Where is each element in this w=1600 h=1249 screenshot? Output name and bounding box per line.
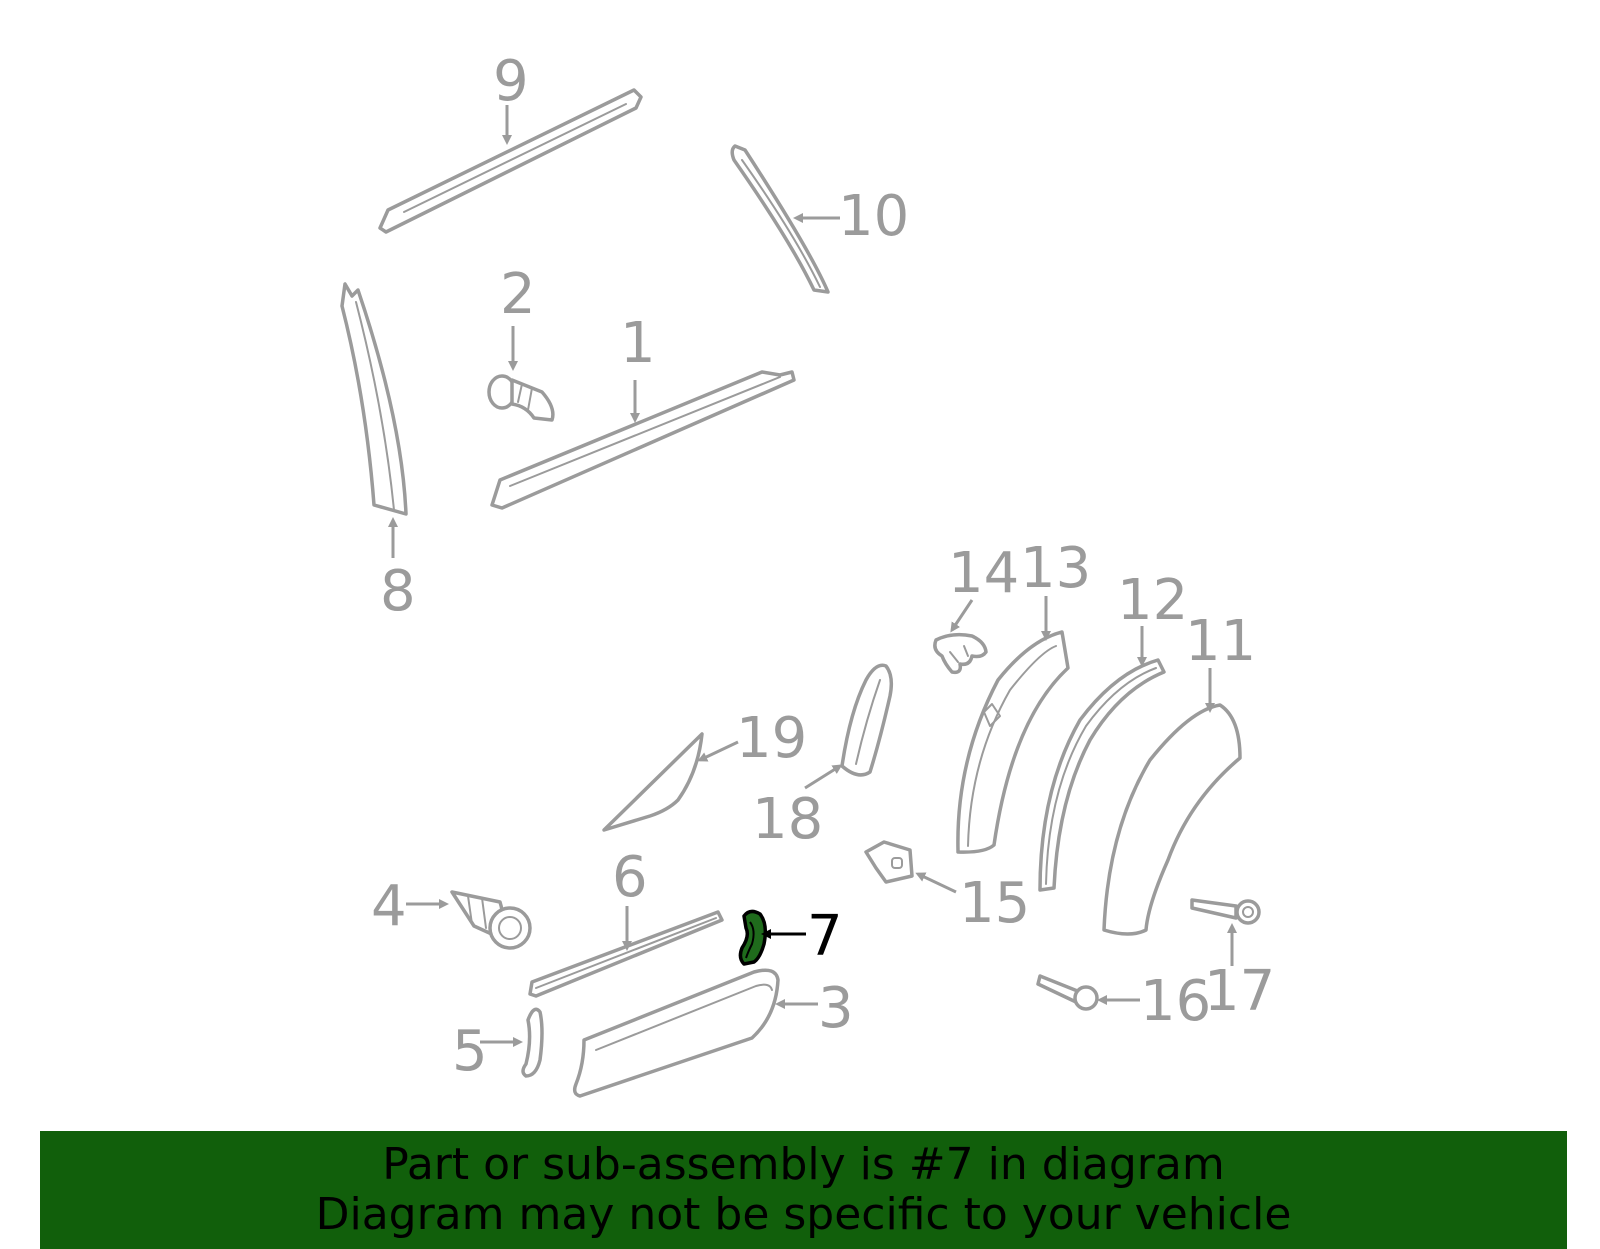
part-14-clip — [933, 632, 988, 675]
part-2-clip — [487, 374, 555, 422]
callout-19: 19 — [736, 706, 807, 771]
callout-6: 6 — [612, 845, 648, 910]
callout-7: 7 — [807, 904, 843, 969]
part-7-highlighted — [738, 909, 768, 966]
callout-5: 5 — [452, 1019, 488, 1084]
part-16-bolt — [1036, 974, 1099, 1011]
callout-17: 17 — [1204, 959, 1275, 1024]
arrow-15 — [915, 872, 957, 894]
callout-15: 15 — [959, 871, 1030, 936]
callout-12: 12 — [1117, 568, 1188, 633]
part-5-cap — [521, 1007, 544, 1078]
part-10-molding — [730, 144, 830, 294]
part-8-pillar-garnish — [340, 282, 408, 516]
arrow-19 — [697, 740, 739, 762]
arrow-18 — [804, 764, 843, 790]
callout-9: 9 — [493, 49, 529, 114]
arrow-14 — [950, 599, 974, 633]
callout-4: 4 — [371, 874, 407, 939]
part-6-molding — [528, 910, 724, 998]
part-4-clip — [450, 890, 532, 950]
part-13-liner — [956, 630, 1070, 854]
callout-8: 8 — [380, 559, 416, 624]
callout-10: 10 — [838, 184, 909, 249]
callout-2: 2 — [500, 262, 536, 327]
callout-11: 11 — [1185, 609, 1256, 674]
callout-14: 14 — [948, 541, 1019, 606]
part-3-molding — [572, 968, 780, 1098]
part-19-garnish — [602, 732, 704, 832]
part-11-flare — [1102, 703, 1242, 936]
part-1-molding — [490, 370, 796, 510]
part-9-molding — [378, 88, 643, 234]
part-12-molding — [1038, 658, 1166, 892]
part-15-bracket — [864, 840, 914, 884]
banner-line-1: Part or sub-assembly is #7 in diagram — [382, 1139, 1225, 1190]
callout-18: 18 — [752, 787, 823, 852]
info-banner: Part or sub-assembly is #7 in diagram Di… — [40, 1131, 1567, 1249]
callout-1: 1 — [620, 311, 656, 376]
part-18-molding — [840, 663, 894, 777]
callout-16: 16 — [1140, 969, 1211, 1034]
callout-13: 13 — [1020, 536, 1091, 601]
banner-line-2: Diagram may not be specific to your vehi… — [315, 1189, 1292, 1240]
part-17-bolt — [1190, 898, 1261, 925]
callout-3: 3 — [818, 976, 854, 1041]
